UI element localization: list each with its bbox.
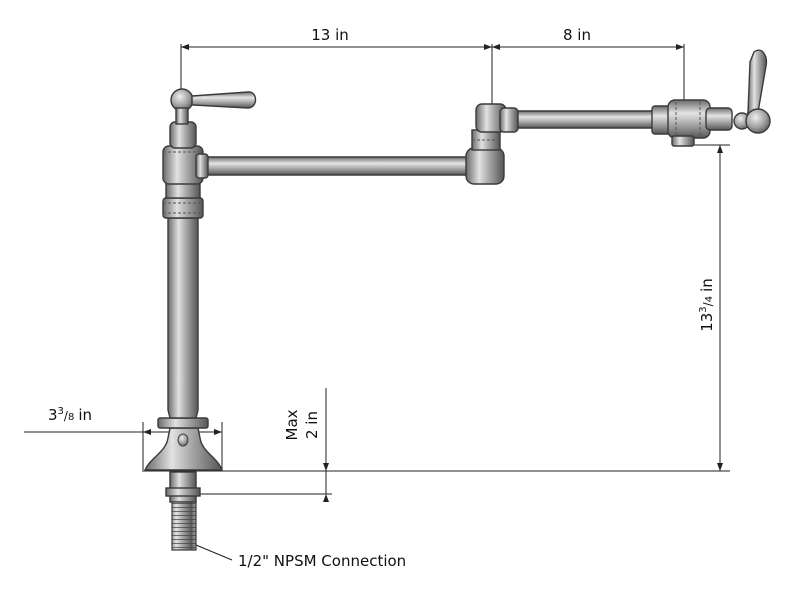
faucet-column <box>162 121 204 419</box>
faucet-base <box>143 417 223 471</box>
first-arm <box>195 153 473 179</box>
dim-height: 133/4in <box>142 144 730 472</box>
spout-valve <box>651 99 751 147</box>
left-handle <box>170 88 257 125</box>
dim-8in: 8 in <box>492 26 685 100</box>
dim-13in: 13 in <box>180 26 493 104</box>
faucet-shank <box>165 471 201 551</box>
connection-callout: 1/2" NPSM Connection <box>195 544 406 570</box>
right-handle <box>745 49 771 134</box>
dim-max-line2: 2 in <box>303 411 321 439</box>
dim-max-line1: Max <box>283 409 301 440</box>
dim-max: Max 2 in <box>200 388 332 502</box>
connection-label: 1/2" NPSM Connection <box>238 552 406 570</box>
dim-8in-label: 8 in <box>563 26 591 44</box>
second-arm <box>499 107 659 133</box>
dim-13in-label: 13 in <box>311 26 349 44</box>
dim-height-label: 133/4in <box>698 278 716 332</box>
